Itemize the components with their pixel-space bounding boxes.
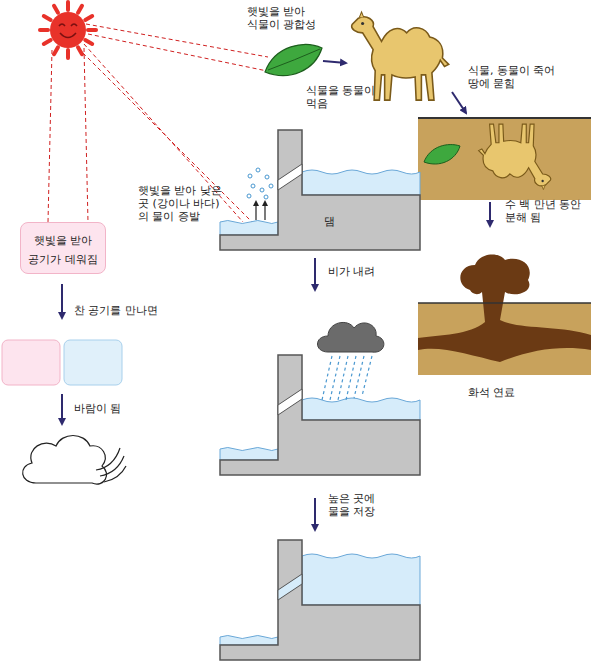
dam-panel-part (278, 389, 302, 415)
sun-icon-part-part (85, 40, 92, 44)
sun-icon-part-part (54, 47, 58, 54)
evaporation-mark-part-part (269, 184, 273, 188)
evaporation-mark-part (264, 202, 265, 220)
wind-icon-part (96, 448, 120, 470)
rain-cloud-part (322, 356, 372, 400)
air-mass (2, 340, 122, 385)
flow-arrow (314, 258, 316, 290)
annotation-label: 햇빛을 받아 식물이 광합성 (247, 5, 319, 31)
sunlight-ray-part (78, 48, 252, 222)
sun-icon (40, 2, 96, 58)
rain-cloud-part (318, 322, 384, 352)
sun-icon-part-part (88, 28, 96, 32)
sunlight-ray (48, 24, 272, 222)
leaf-icon (265, 45, 322, 76)
dam-panel-part (302, 554, 420, 605)
annotation-label: 높은 곳에 물을 저장 (328, 492, 400, 518)
fossil-fuel-art (418, 255, 591, 375)
evaporation-mark-part-part (264, 195, 268, 199)
annotation-label: 식물을 동물이 먹음 (306, 84, 382, 110)
sun-icon-part-part (78, 47, 82, 54)
rain-cloud-part-part (330, 356, 340, 400)
evaporation-mark-part-part (248, 174, 252, 178)
text-block: 햇빛을 받아 공기가 데워짐 (27, 229, 99, 267)
sun-icon-part-part (85, 16, 92, 20)
dam-panel (220, 130, 420, 250)
soil-layer-part (418, 117, 591, 119)
dam-panel-part (278, 164, 302, 190)
sunlight-ray-part (86, 24, 268, 57)
sun-icon-part (60, 33, 76, 38)
annotation-label: 바람이 됨 (74, 402, 174, 415)
dam-panel-part (220, 636, 278, 646)
dam-panel-part (302, 170, 420, 195)
dam-panel-part (278, 574, 302, 600)
rain-cloud-part-part (362, 356, 372, 396)
evaporation-mark-part-part (265, 175, 269, 179)
sunlight-ray-part (48, 50, 52, 222)
wind-icon-part (23, 436, 107, 485)
annotation-label: 수 백 만년 동안 분해 됨 (505, 198, 583, 224)
annotation-label: 비가 내려 (328, 265, 408, 278)
sunlight-ray-part (88, 34, 272, 72)
sun-icon-part-part (44, 16, 51, 20)
evaporation-mark-part-part (260, 188, 264, 192)
node-text: 햇빛을 받아 공기가 데워짐 (28, 234, 98, 266)
annotation-label: 햇빛을 받아 낮은 곳 (강이나 바다)의 물이 증발 (138, 184, 222, 223)
flow-arrow (61, 394, 63, 424)
dam-panel-part (220, 540, 420, 660)
sun-icon-part-part (66, 2, 70, 10)
sun-icon-part (40, 2, 96, 58)
process-box: 햇빛을 받아 공기가 데워짐 (20, 222, 106, 274)
wind-icon-part (104, 466, 126, 482)
dam-panel (220, 355, 420, 475)
rain-cloud (318, 322, 384, 400)
wind-icon (23, 436, 126, 485)
annotation-label: 화석 연료 (468, 386, 548, 399)
dam-panel-part (302, 398, 420, 420)
soil-layer-part (479, 124, 551, 190)
evaporation-mark-part-part (251, 184, 255, 188)
sun-icon-part (50, 12, 86, 48)
fossil-fuel-art-part (418, 255, 591, 362)
sun-icon-part-part (78, 6, 82, 13)
evaporation-mark-part-part (256, 168, 260, 172)
dam-panel-part (220, 130, 420, 250)
sunlight-ray-part (84, 48, 88, 222)
rain-cloud-part-part (322, 356, 332, 400)
soil-layer (418, 118, 591, 200)
air-mass-part (64, 340, 122, 385)
soil-layer-part (418, 118, 591, 200)
fossil-fuel-art-part (418, 302, 591, 304)
sun-icon-part-part (54, 6, 58, 13)
soil-layer-part (424, 145, 460, 164)
annotation-label: 찬 공기를 만나면 (74, 304, 194, 317)
evaporation-mark-part (255, 202, 256, 220)
annotation-label: 댐 (324, 215, 354, 228)
flow-arrow (314, 498, 316, 530)
leaf-icon-part (265, 45, 322, 76)
evaporation-mark (247, 168, 273, 220)
evaporation-mark-part (247, 168, 273, 199)
sun-icon-part-part (66, 50, 70, 58)
evaporation-mark-part-part (247, 194, 251, 198)
flow-arrow (452, 92, 466, 113)
flow-arrow (61, 284, 63, 318)
sun-icon-part-part (44, 40, 51, 44)
annotation-label: 식물, 동물이 죽어 땅에 묻힘 (468, 64, 572, 90)
flow-arrow (489, 202, 491, 226)
dam-panel-part (220, 221, 278, 236)
sun-icon-part (59, 24, 77, 26)
air-mass-part (2, 340, 60, 385)
rain-cloud-part-part (338, 356, 348, 400)
sun-icon-part-part (40, 28, 48, 32)
dam-panel-part (220, 448, 278, 461)
dam-panel-part (220, 355, 420, 475)
flow-arrow (323, 61, 346, 63)
leaf-icon-part (268, 49, 320, 70)
dam-panel (220, 540, 420, 660)
